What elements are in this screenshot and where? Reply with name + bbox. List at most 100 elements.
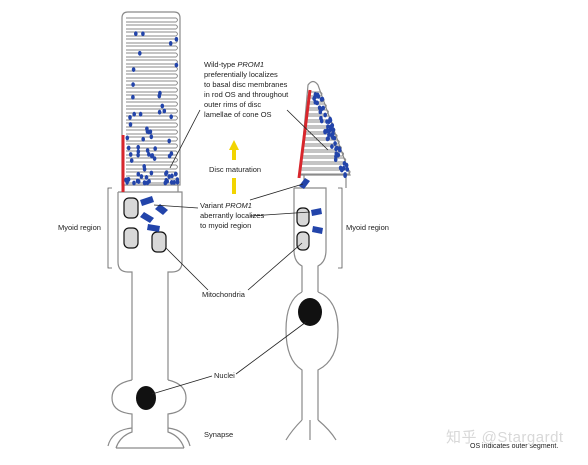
cone-nucleus bbox=[298, 298, 322, 326]
cone-prom1-dot bbox=[340, 166, 345, 172]
rod-prom1-dot bbox=[124, 177, 128, 183]
rod-prom1-dot bbox=[132, 180, 136, 186]
rod-prom1-dot bbox=[148, 129, 153, 135]
rod-prom1-dot bbox=[169, 180, 174, 185]
rod-disc bbox=[126, 129, 178, 135]
rod-prom1-dot bbox=[157, 93, 162, 99]
cone-prom1-dot bbox=[343, 172, 347, 177]
rod-disc bbox=[126, 143, 178, 149]
disc-maturation-label: Disc maturation bbox=[209, 165, 262, 174]
rod-synapse bbox=[107, 427, 191, 449]
rod-prom1-dot bbox=[136, 152, 140, 158]
cone-prom1-dot bbox=[327, 128, 331, 134]
rod-disc bbox=[126, 31, 178, 37]
rod-disc bbox=[126, 164, 178, 170]
cone-prom1-dot bbox=[344, 162, 349, 168]
rod-disc bbox=[126, 136, 178, 142]
rod-prom1-dot bbox=[142, 180, 147, 186]
cone-prom1-dot bbox=[326, 124, 330, 129]
rod-prom1-dot bbox=[142, 166, 147, 172]
myoid-region-right-label: Myoid region bbox=[346, 223, 389, 232]
myoid-bracket-left bbox=[107, 187, 112, 269]
cone-prom1-dot bbox=[336, 152, 341, 158]
rod-disc bbox=[126, 80, 178, 86]
cone-prom1-dot bbox=[325, 136, 330, 142]
cone-prom1-dot bbox=[323, 112, 328, 118]
rod-nucleus bbox=[136, 386, 156, 410]
cone-prom1-dot bbox=[315, 100, 320, 106]
cone-synapse bbox=[285, 419, 337, 441]
rod-disc bbox=[126, 73, 178, 79]
rod-disc bbox=[126, 157, 178, 163]
cone-prom1-dot bbox=[315, 92, 320, 98]
rod-prom1-dot bbox=[132, 111, 136, 117]
rod-disc bbox=[126, 52, 178, 58]
rod-prom1-dot bbox=[163, 180, 168, 186]
rod-disc bbox=[126, 45, 178, 51]
cone-disc bbox=[301, 157, 347, 163]
rod-prom1-dot bbox=[136, 171, 141, 177]
rod-prom1-dot bbox=[174, 62, 179, 68]
rod-prom1-dot bbox=[129, 158, 134, 164]
rod-prom1-dot bbox=[152, 156, 157, 162]
rod-outer-segment bbox=[121, 11, 181, 186]
rod-soma bbox=[111, 379, 187, 428]
cone-prom1-dot bbox=[330, 144, 334, 150]
rod-prom1-dot bbox=[149, 170, 154, 176]
watermark: 知乎 @Stargardt bbox=[446, 429, 564, 446]
rod-prom1-dot bbox=[164, 171, 168, 177]
cone-disc bbox=[307, 91, 323, 97]
cone-prom1-dot bbox=[317, 105, 322, 111]
rod-prom1-dot bbox=[138, 111, 143, 117]
rod-prom1-dot bbox=[141, 31, 145, 37]
cone-disc bbox=[305, 109, 329, 115]
cone-prom1-dot bbox=[338, 147, 342, 153]
rod-prom1-dot bbox=[170, 173, 174, 179]
rod-prom1-dot bbox=[128, 122, 133, 127]
rod-prom1-dot bbox=[138, 50, 142, 56]
rod-prom1-dot bbox=[126, 145, 131, 151]
rod-prom1-dot bbox=[174, 36, 179, 42]
rod-prom1-dot bbox=[145, 148, 150, 153]
rod-prom1-dot bbox=[131, 82, 135, 87]
cone-prom1-dot bbox=[319, 115, 323, 121]
cone-prom1-dot bbox=[333, 141, 337, 146]
synapse-label: Synapse bbox=[204, 430, 234, 439]
rod-prom1-dot bbox=[145, 126, 149, 132]
cone-prom1-dot bbox=[330, 123, 335, 128]
rod-prom1-dot bbox=[169, 151, 174, 157]
myoid-region-left-label: Myoid region bbox=[58, 223, 101, 232]
nuclei-label: Nuclei bbox=[214, 371, 235, 380]
variant-prom1-markers bbox=[140, 178, 323, 234]
rod-mitochondria bbox=[123, 197, 167, 253]
rod-prom1-dot bbox=[134, 31, 138, 37]
rod-prom1-dot bbox=[135, 178, 140, 184]
mitochondria-label: Mitochondria bbox=[202, 290, 245, 299]
rod-prom1-dot bbox=[160, 103, 165, 109]
cone-prom1-dot bbox=[323, 129, 327, 135]
rod-prom1-dot bbox=[162, 108, 167, 114]
rod-prom1-dot bbox=[144, 175, 149, 180]
cone-prom1-dot bbox=[332, 135, 337, 141]
rod-disc bbox=[126, 24, 178, 30]
rod-prom1-dot bbox=[145, 180, 150, 186]
cone-prom1-dot bbox=[319, 96, 324, 102]
rod-prom1-dot bbox=[128, 152, 133, 157]
cone-disc bbox=[301, 151, 345, 157]
rod-prom1-dot bbox=[175, 179, 180, 185]
rod-prom1-dot bbox=[172, 180, 176, 185]
rod-disc bbox=[126, 108, 178, 114]
os-note: OS indicates outer segment. bbox=[470, 443, 559, 450]
cone-soma bbox=[285, 291, 339, 420]
cone-prom1-dot bbox=[313, 94, 317, 100]
rod-disc bbox=[126, 94, 178, 100]
rod-disc bbox=[126, 59, 178, 65]
rod-prom1-dot bbox=[167, 174, 171, 179]
cone-prom1-dot bbox=[327, 132, 331, 138]
cone-prom1-dot bbox=[331, 131, 335, 137]
rod-prom1-dots bbox=[124, 31, 180, 186]
rod-prom1-dot bbox=[136, 144, 140, 150]
rod-prom1-dot bbox=[157, 109, 162, 115]
rod-prom1-dot bbox=[150, 153, 154, 159]
variant-label: Variant PROM1 aberrantly localizes to my… bbox=[200, 201, 265, 230]
